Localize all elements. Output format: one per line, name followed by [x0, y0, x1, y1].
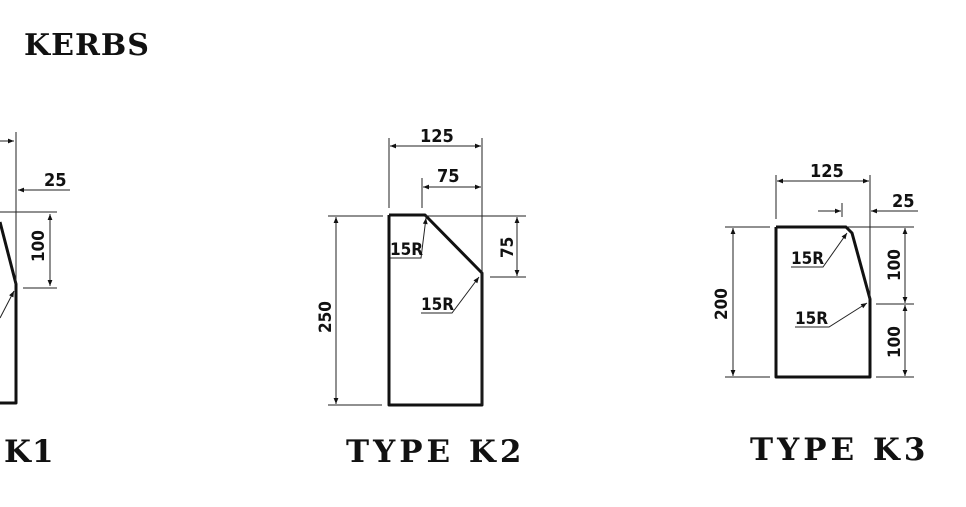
k2-dim-width: 125	[420, 126, 454, 147]
kerb-k1-label: K1	[4, 434, 55, 470]
page-title: KERBS	[24, 28, 150, 63]
k2-dim-chamfer-width: 75	[437, 166, 460, 187]
k1-dim-slope-height: 100	[29, 230, 49, 262]
k3-dim-lower-height: 100	[885, 326, 905, 358]
kerb-k1-drawing: 25 100	[0, 132, 70, 405]
k3-dim-width: 125	[810, 161, 844, 182]
k2-dim-height: 250	[316, 301, 336, 333]
k3-dim-height: 200	[712, 288, 732, 320]
k1-dim-top-offset: 25	[44, 170, 67, 191]
k3-radius-side: 15R	[795, 309, 828, 329]
kerb-k3-drawing: 125 25 200 100 100 15R 15R	[712, 161, 918, 379]
k2-dim-chamfer-height: 75	[498, 237, 518, 258]
kerb-k2-drawing: 125 75 75 250 15R 15R	[316, 126, 526, 407]
k3-dim-upper-height: 100	[885, 249, 905, 281]
kerb-k3-label: TYPE K3	[750, 432, 930, 468]
k3-dim-top-offset: 25	[892, 191, 915, 212]
k2-radius-side: 15R	[421, 295, 454, 315]
kerb-k2-label: TYPE K2	[346, 434, 526, 470]
k2-radius-top: 15R	[390, 240, 423, 260]
k3-radius-top: 15R	[791, 249, 824, 269]
k1-outline	[0, 221, 18, 405]
